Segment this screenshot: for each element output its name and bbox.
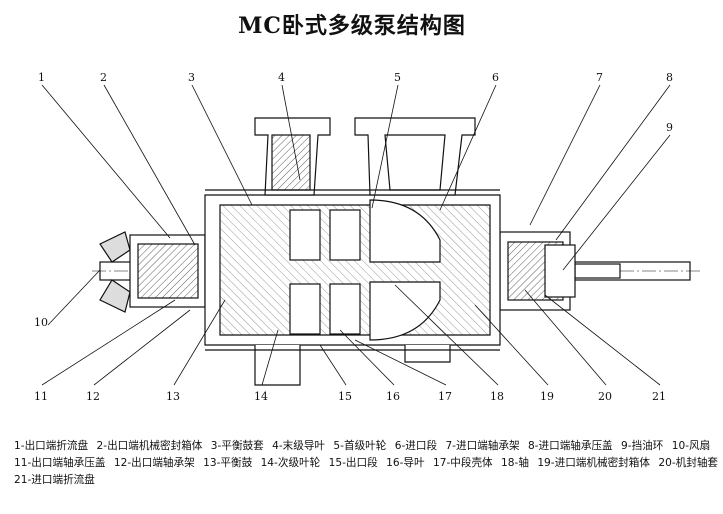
callout-21: 21 bbox=[652, 390, 666, 403]
callout-13: 13 bbox=[166, 390, 180, 403]
legend-item: 4-末级导叶 bbox=[272, 440, 326, 452]
legend-item: 16-导叶 bbox=[386, 457, 425, 469]
legend-item: 9-挡油环 bbox=[621, 440, 664, 452]
callout-10: 10 bbox=[34, 316, 48, 329]
legend-row: 11-出口端轴承压盖 12-出口端轴承架 13-平衡鼓 14-次级叶轮 15-出… bbox=[14, 455, 718, 472]
legend-item: 17-中段壳体 bbox=[432, 457, 493, 469]
legend-item: 18-轴 bbox=[501, 457, 529, 469]
legend-item: 11-出口端轴承压盖 bbox=[14, 457, 106, 469]
legend-item: 14-次级叶轮 bbox=[260, 457, 321, 469]
callout-15: 15 bbox=[338, 390, 352, 403]
legend-item: 19-进口端机械密封箱体 bbox=[537, 457, 650, 469]
legend-item: 3-平衡鼓套 bbox=[210, 440, 264, 452]
legend-item: 15-出口段 bbox=[328, 457, 378, 469]
callout-8: 8 bbox=[666, 71, 673, 84]
callout-12: 12 bbox=[86, 390, 100, 403]
legend-item: 2-出口端机械密封箱体 bbox=[96, 440, 203, 452]
parts-legend: 1-出口端折流盘 2-出口端机械密封箱体 3-平衡鼓套 4-末级导叶 5-首级叶… bbox=[14, 438, 718, 489]
callout-9: 9 bbox=[666, 121, 673, 134]
callout-20: 20 bbox=[598, 390, 612, 403]
callout-14: 14 bbox=[254, 390, 268, 403]
callout-4: 4 bbox=[278, 71, 285, 84]
callout-2: 2 bbox=[100, 71, 107, 84]
legend-item: 10-风扇 bbox=[671, 440, 711, 452]
legend-item: 7-进口端轴承架 bbox=[445, 440, 520, 452]
legend-item: 1-出口端折流盘 bbox=[14, 440, 89, 452]
legend-item: 12-出口端轴承架 bbox=[113, 457, 195, 469]
callout-3: 3 bbox=[188, 71, 195, 84]
callout-11: 11 bbox=[34, 390, 48, 403]
legend-item: 5-首级叶轮 bbox=[333, 440, 387, 452]
callout-7: 7 bbox=[596, 71, 603, 84]
legend-item: 21-进口端折流盘 bbox=[14, 474, 95, 486]
legend-row: 1-出口端折流盘 2-出口端机械密封箱体 3-平衡鼓套 4-末级导叶 5-首级叶… bbox=[14, 438, 710, 455]
callout-17: 17 bbox=[438, 390, 452, 403]
legend-item: 6-进口段 bbox=[394, 440, 438, 452]
callout-16: 16 bbox=[386, 390, 400, 403]
callout-19: 19 bbox=[540, 390, 554, 403]
legend-item: 20-机封轴套 bbox=[658, 457, 719, 469]
callout-1: 1 bbox=[38, 71, 45, 84]
legend-item: 8-进口端轴承压盖 bbox=[527, 440, 613, 452]
callout-18: 18 bbox=[490, 390, 504, 403]
callout-5: 5 bbox=[394, 71, 401, 84]
pump-cross-section-diagram: 1 2 3 4 5 6 7 8 9 10 11 12 13 14 15 16 1… bbox=[34, 71, 700, 403]
legend-row: 21-进口端折流盘 bbox=[14, 472, 700, 489]
legend-item: 13-平衡鼓 bbox=[203, 457, 253, 469]
callout-6: 6 bbox=[492, 71, 499, 84]
page-title: MC卧式多级泵结构图 bbox=[238, 13, 466, 39]
